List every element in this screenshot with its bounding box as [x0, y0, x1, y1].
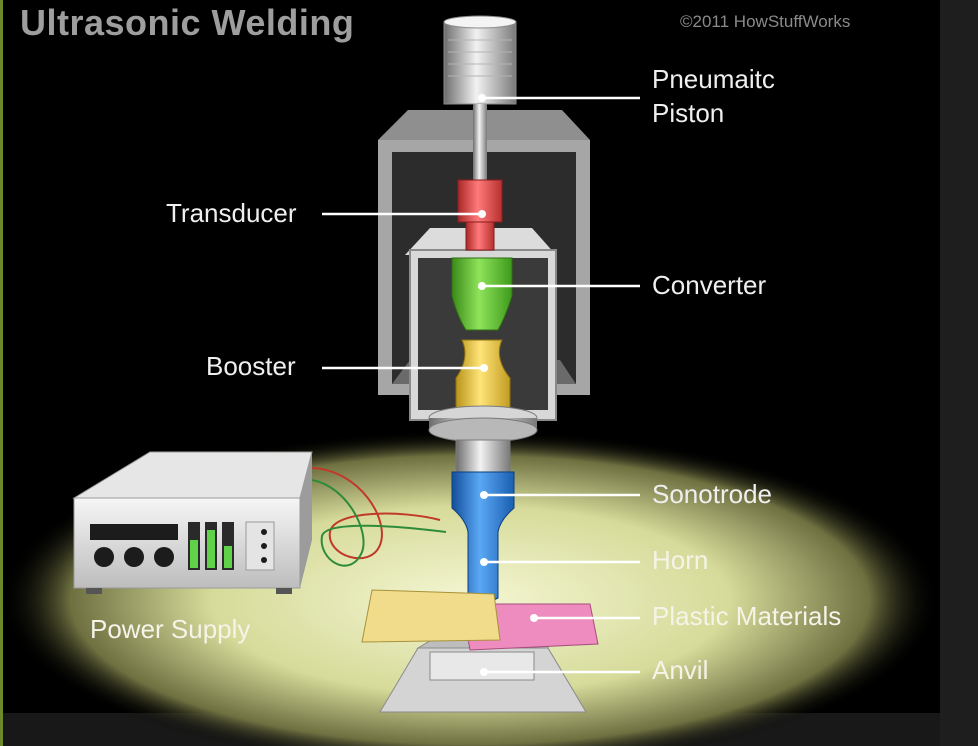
plastic-materials-icon: [361, 589, 599, 651]
piston-icon: [443, 15, 517, 182]
label-transducer: Transducer: [166, 198, 297, 228]
leader-dots: [478, 94, 538, 676]
converter-icon: [451, 257, 513, 331]
left-border: [0, 0, 3, 746]
right-margin: [940, 0, 978, 746]
flange-icon: [428, 405, 538, 473]
label-booster: Booster: [206, 351, 296, 381]
diagram-title: Ultrasonic Welding: [20, 2, 355, 43]
welding-illustration: [0, 15, 940, 746]
label-sonotrode: Sonotrode: [652, 479, 772, 509]
label-piston-line2: Piston: [652, 98, 725, 128]
label-horn: Horn: [652, 545, 709, 575]
power-supply-icon: [72, 451, 313, 594]
label-anvil: Anvil: [652, 655, 709, 685]
copyright-notice: ©2011 HowStuffWorks: [680, 12, 851, 31]
label-piston-line1: Pneumaitc: [652, 64, 775, 94]
label-power-supply: Power Supply: [90, 614, 251, 644]
leader-lines: [322, 96, 640, 674]
label-converter: Converter: [652, 270, 767, 300]
cables: [311, 467, 447, 567]
label-plastic-materials: Plastic Materials: [652, 601, 842, 631]
